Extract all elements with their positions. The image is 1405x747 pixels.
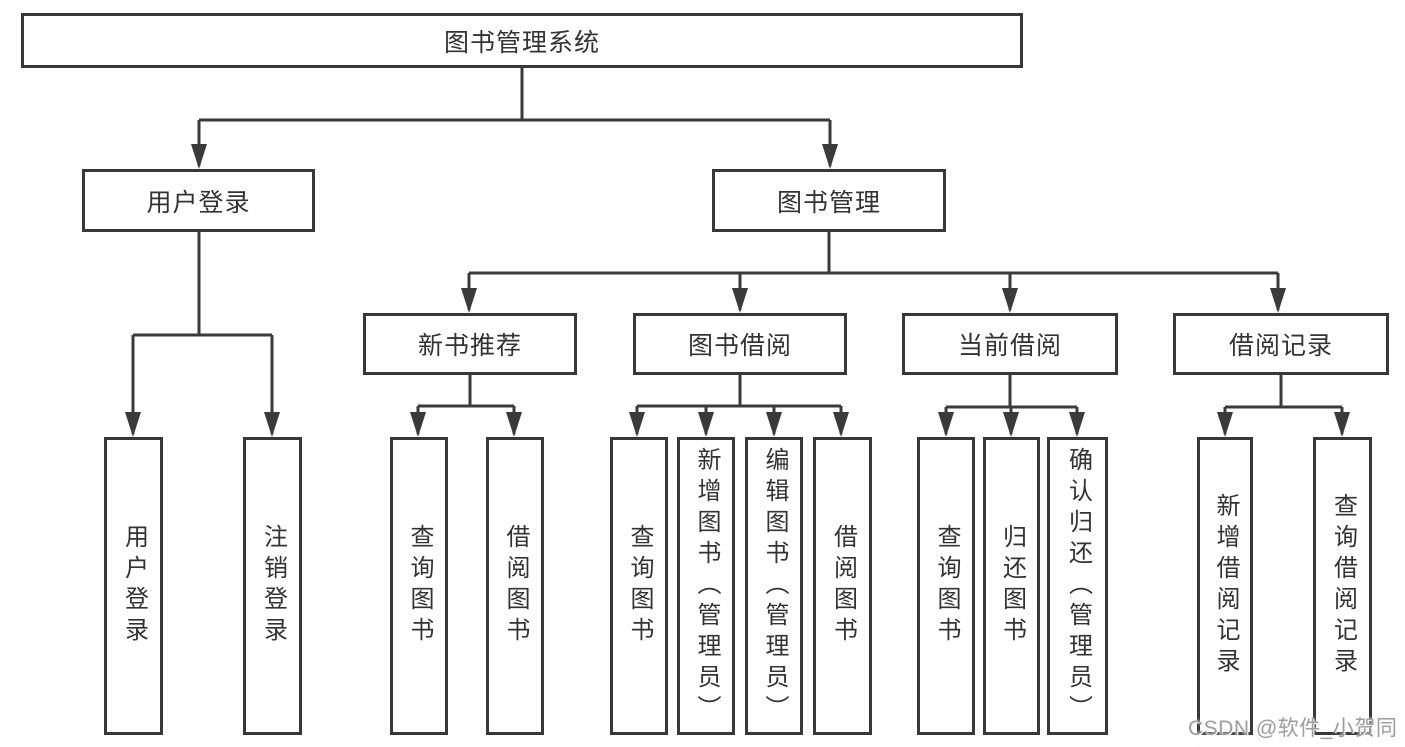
node-new-book-recommend-label: 新书推荐 (417, 332, 522, 360)
node-book-management-label: 图书管理 (776, 188, 881, 217)
node-borrow-records-label: 借阅记录 (1228, 332, 1333, 360)
leaf-user-login: 用户登录 (104, 437, 163, 735)
leaf-add-books-admin-label: 新增图书（管理员） (693, 446, 720, 726)
node-book-borrowing: 图书借阅 (633, 313, 847, 375)
leaf-edit-books-admin: 编辑图书（管理员） (745, 437, 803, 735)
leaf-query-books-recommend: 查询图书 (390, 437, 448, 735)
node-borrow-records: 借阅记录 (1173, 313, 1389, 375)
node-new-book-recommend: 新书推荐 (363, 313, 577, 375)
csdn-watermark: CSDN @软件_小贺同学 (1188, 717, 1398, 740)
leaf-return-books: 归还图书 (983, 437, 1040, 735)
leaf-borrow-books-borrowing: 借阅图书 (813, 437, 872, 735)
leaf-borrow-books-borrowing-label: 借阅图书 (829, 524, 857, 648)
leaf-query-borrow-record-label: 查询借阅记录 (1329, 493, 1357, 679)
node-root: 图书管理系统 (21, 13, 1023, 68)
leaf-query-books-current-label: 查询图书 (933, 524, 960, 648)
leaf-query-books-borrowing-label: 查询图书 (626, 524, 653, 648)
node-current-borrowing-label: 当前借阅 (957, 332, 1062, 360)
leaf-confirm-return-admin: 确认归还（管理员） (1047, 437, 1108, 735)
leaf-query-books-recommend-label: 查询图书 (406, 524, 433, 648)
leaf-edit-books-admin-label: 编辑图书（管理员） (761, 446, 788, 726)
leaf-confirm-return-admin-label: 确认归还（管理员） (1064, 446, 1092, 726)
leaf-query-books-current: 查询图书 (917, 437, 975, 735)
node-root-label: 图书管理系统 (443, 28, 600, 57)
node-user-login: 用户登录 (82, 169, 315, 232)
leaf-query-borrow-record: 查询借阅记录 (1313, 437, 1372, 735)
leaf-logout: 注销登录 (243, 437, 302, 735)
leaf-logout-label: 注销登录 (259, 524, 287, 648)
node-user-login-label: 用户登录 (146, 188, 251, 217)
leaf-add-books-admin: 新增图书（管理员） (677, 437, 735, 735)
leaf-add-borrow-record: 新增借阅记录 (1197, 437, 1253, 735)
leaf-query-books-borrowing: 查询图书 (610, 437, 668, 735)
node-book-borrowing-label: 图书借阅 (687, 332, 792, 360)
leaf-borrow-books-recommend-label: 借阅图书 (502, 524, 529, 648)
leaf-user-login-label: 用户登录 (120, 524, 148, 648)
leaf-borrow-books-recommend: 借阅图书 (486, 437, 544, 735)
node-current-borrowing: 当前借阅 (902, 313, 1118, 375)
leaf-return-books-label: 归还图书 (998, 524, 1026, 648)
node-book-management: 图书管理 (712, 169, 946, 232)
leaf-add-borrow-record-label: 新增借阅记录 (1212, 493, 1239, 679)
